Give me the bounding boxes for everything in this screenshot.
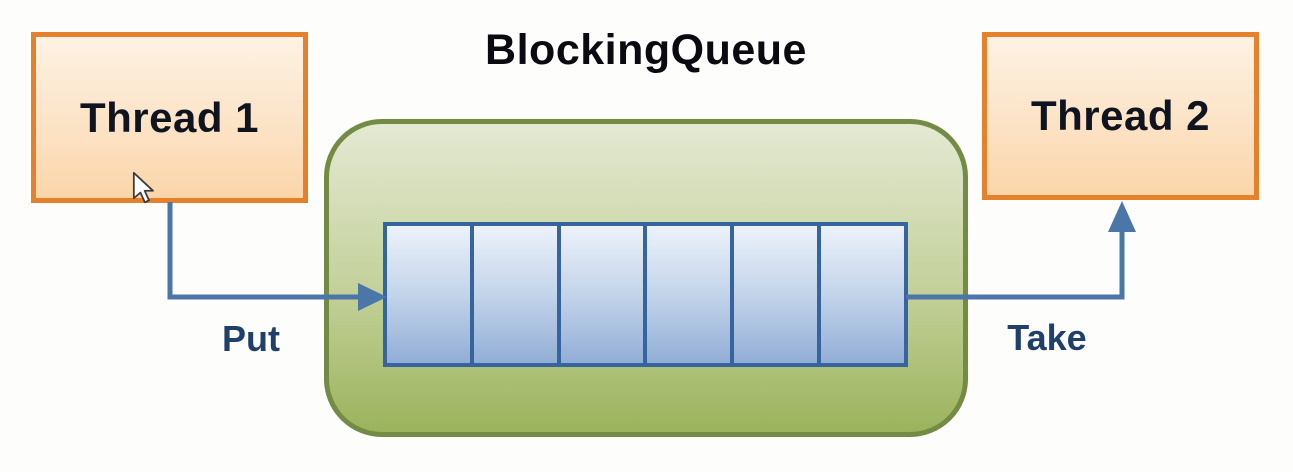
queue-slot: [730, 222, 822, 367]
put-label: Put: [222, 318, 280, 359]
blocking-queue-title: BlockingQueue: [485, 26, 807, 74]
queue-slot: [383, 222, 474, 367]
thread1-label: Thread 1: [79, 93, 260, 141]
take-label: Take: [1007, 317, 1087, 358]
thread2-box: Thread 2: [982, 32, 1259, 200]
queue-slots: [383, 222, 908, 367]
queue-slot: [469, 222, 561, 367]
queue-slot: [817, 222, 908, 367]
queue-slot: [556, 222, 648, 367]
queue-slot: [643, 222, 735, 367]
thread1-box: Thread 1: [31, 32, 308, 203]
thread2-label: Thread 2: [1030, 92, 1211, 139]
